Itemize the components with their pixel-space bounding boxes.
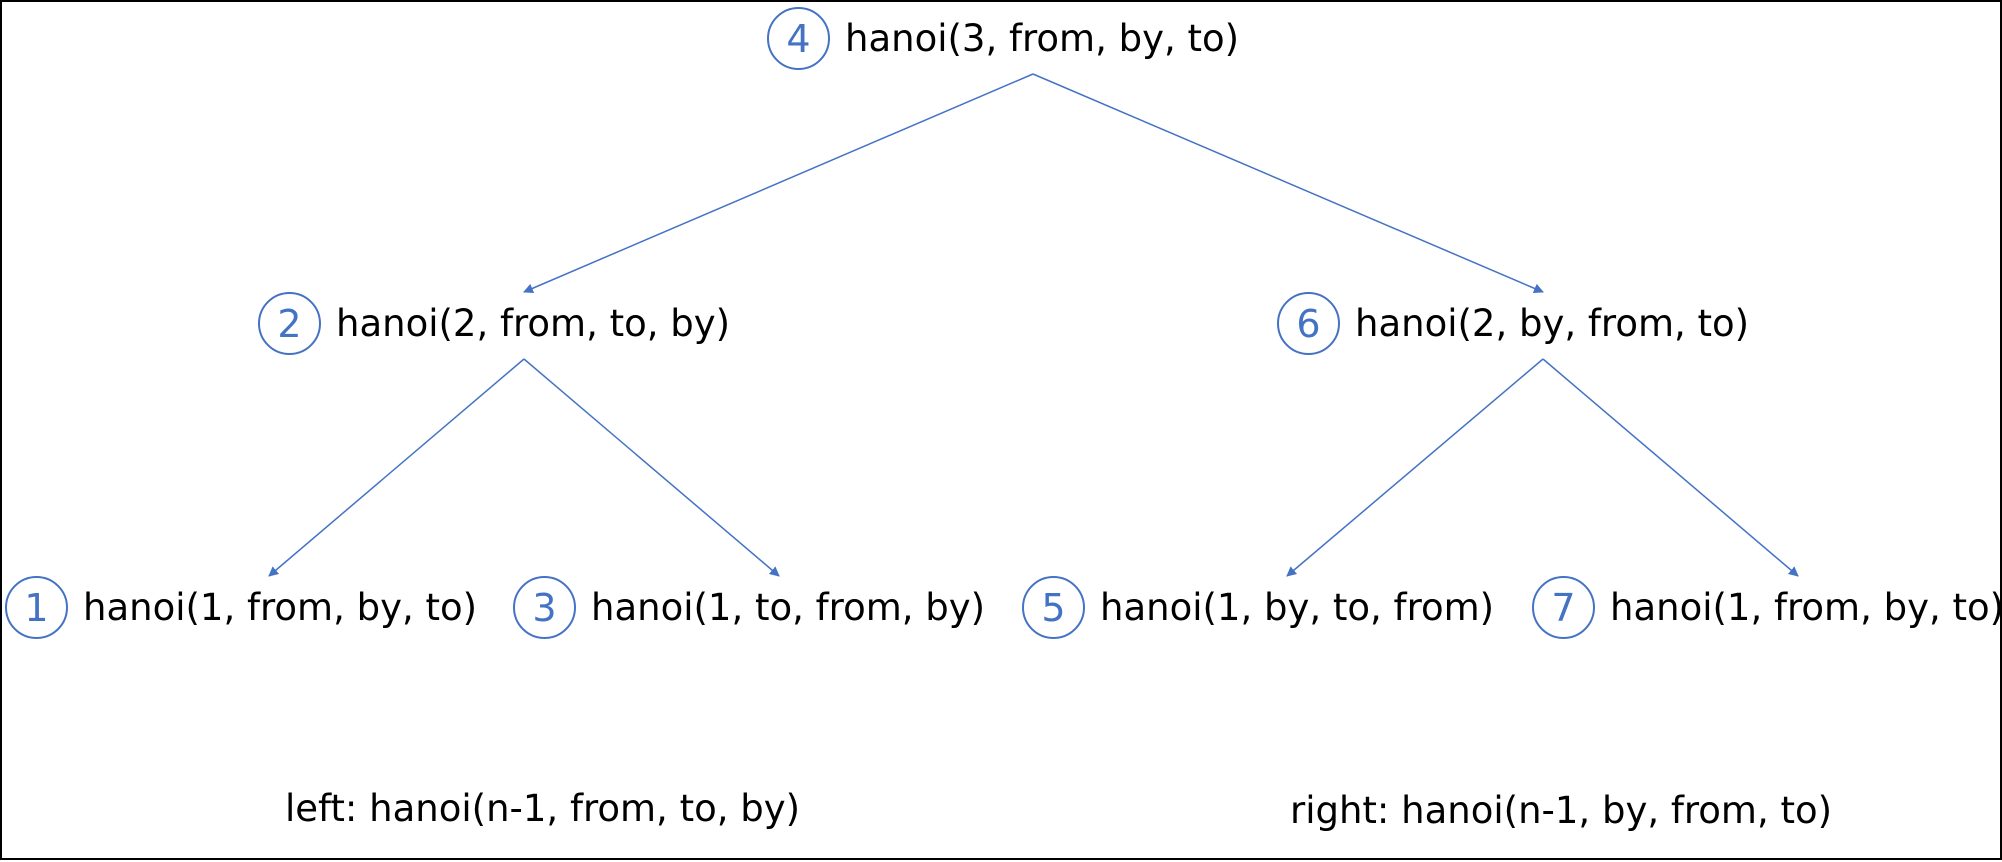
- node-n1: 1 hanoi(1, from, by, to): [5, 576, 477, 639]
- call-label: hanoi(1, from, by, to): [83, 586, 478, 629]
- node-n2: 2 hanoi(2, from, to, by): [258, 292, 730, 355]
- call-label: hanoi(1, from, by, to): [1610, 586, 2002, 629]
- call-label: hanoi(2, from, to, by): [336, 302, 731, 345]
- order-badge: 7: [1532, 576, 1595, 639]
- order-badge: 4: [767, 7, 830, 70]
- node-n6: 6 hanoi(2, by, from, to): [1277, 292, 1749, 355]
- node-n3: 3 hanoi(1, to, from, by): [513, 576, 985, 639]
- right-caption: right: hanoi(n-1, by, from, to): [1290, 789, 1833, 832]
- edge-n2-n1: [268, 358, 525, 577]
- left-caption: left: hanoi(n-1, from, to, by): [285, 787, 801, 830]
- order-badge: 3: [513, 576, 576, 639]
- edge-n6-n5: [1286, 358, 1544, 577]
- call-label: hanoi(1, by, to, from): [1100, 586, 1495, 629]
- node-n7: 7 hanoi(1, from, by, to): [1532, 576, 2002, 639]
- edge-n4-n6: [1032, 73, 1544, 294]
- order-badge: 5: [1022, 576, 1085, 639]
- call-label: hanoi(3, from, by, to): [845, 17, 1240, 60]
- edge-n4-n2: [523, 73, 1034, 294]
- order-badge: 2: [258, 292, 321, 355]
- edge-n6-n7: [1542, 358, 1799, 577]
- order-badge: 6: [1277, 292, 1340, 355]
- call-label: hanoi(2, by, from, to): [1355, 302, 1750, 345]
- node-n4: 4 hanoi(3, from, by, to): [767, 7, 1239, 70]
- edge-n2-n3: [523, 358, 780, 577]
- node-n5: 5 hanoi(1, by, to, from): [1022, 576, 1494, 639]
- call-label: hanoi(1, to, from, by): [591, 586, 986, 629]
- order-badge: 1: [5, 576, 68, 639]
